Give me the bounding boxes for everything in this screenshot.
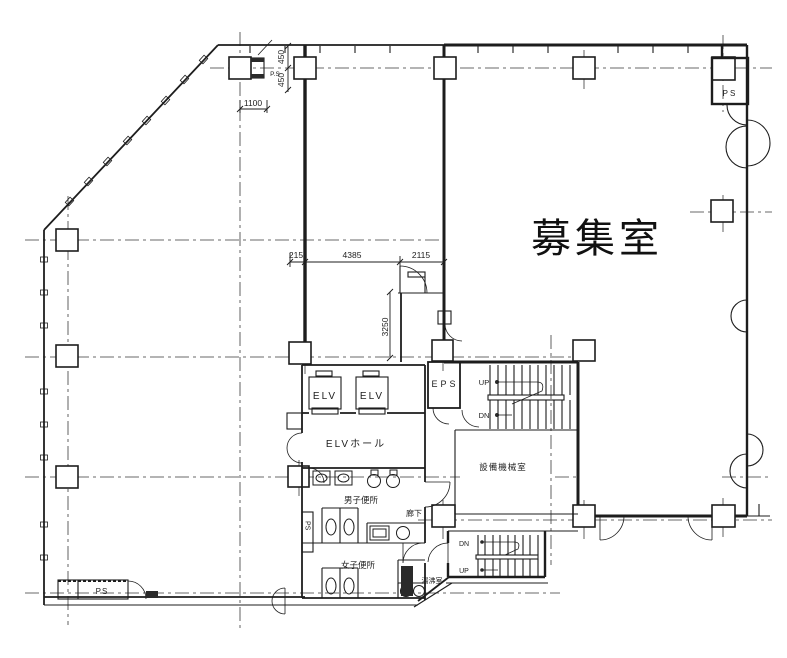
- pipe-shaft-bottom-left: PS: [57, 579, 158, 600]
- dim-450-top: 450: [276, 50, 286, 64]
- right-wall-window-arcs: [725, 104, 771, 489]
- main-room-label: 募集室: [531, 216, 663, 262]
- womens-stalls: [321, 567, 359, 598]
- window-mullion-ticks: [40, 46, 689, 561]
- ps-bottom-left-label: PS: [96, 587, 109, 596]
- ps-top-left-label: P.S: [270, 71, 280, 78]
- grid-lines: [25, 32, 772, 630]
- dim-450-bottom: 450: [276, 73, 286, 87]
- dim-215: 215: [289, 250, 303, 260]
- columns: [55, 56, 736, 528]
- mens-sinks: [312, 470, 353, 486]
- elv-right-label: ELV: [360, 391, 384, 402]
- elevator-block: ELV ELV: [301, 364, 426, 415]
- womens-toilet-label: 女子便所: [341, 560, 376, 570]
- mens-stalls: [321, 507, 359, 543]
- ps-top-right-label: PS: [723, 89, 738, 98]
- stairs-lower: DN UP: [446, 530, 578, 584]
- dimension-row-215-4385-2115: 215 4385 2115: [286, 250, 448, 267]
- stairs-upper: UP DN: [461, 365, 571, 429]
- stair-lower-dn-label: DN: [459, 541, 469, 548]
- machine-room-label: 設備機械室: [479, 462, 527, 472]
- dimension-3250: 3250: [380, 288, 394, 362]
- stair-upper-dn-label: DN: [479, 411, 490, 420]
- wash-counter: [369, 525, 410, 541]
- elv-hall: ELVホール: [286, 412, 386, 468]
- elv-left-label: ELV: [313, 391, 337, 402]
- kitchenette-label: 湯沸室: [422, 576, 443, 585]
- pipe-shaft-top-left: P.S: [250, 39, 280, 79]
- dim-3250: 3250: [380, 317, 390, 336]
- dim-2115: 2115: [412, 250, 431, 260]
- eps-label: EPS: [431, 379, 458, 389]
- kitchenette: 湯沸室: [397, 542, 453, 608]
- dimension-450-pair: 450 450: [276, 42, 292, 94]
- urinals: [367, 469, 400, 488]
- corridor-label: 廊下: [406, 508, 422, 518]
- stair-upper-up-label: UP: [479, 378, 489, 387]
- pipe-shaft-top-right: PS: [710, 56, 750, 106]
- dim-4385: 4385: [343, 250, 362, 260]
- dim-1100: 1100: [244, 98, 263, 108]
- exterior-walls: [43, 43, 770, 606]
- main-room-south-doors: [599, 515, 713, 541]
- machine-room: 設備機械室: [454, 429, 578, 515]
- elv-hall-label: ELVホール: [326, 438, 386, 450]
- ps-shaft-label: PS: [304, 521, 311, 531]
- partition-door-main-room: [398, 265, 463, 362]
- stair-lower-up-label: UP: [459, 568, 469, 575]
- mens-toilet-label: 男子便所: [344, 495, 379, 505]
- eps-shaft: EPS: [427, 361, 461, 425]
- dimension-1100: 1100: [236, 98, 271, 113]
- bottom-entry-door-arc: [271, 587, 286, 615]
